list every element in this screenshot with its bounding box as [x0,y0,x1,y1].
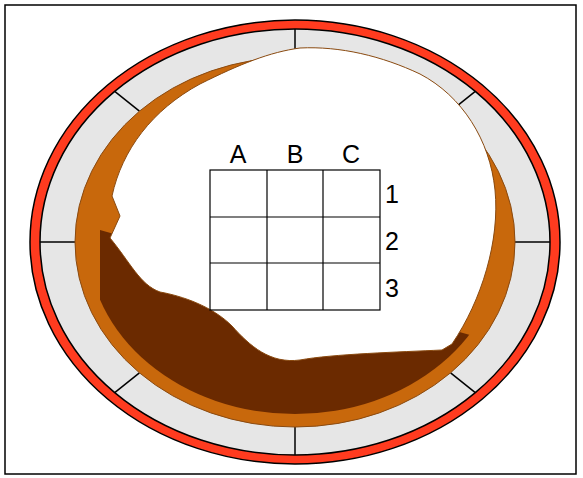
wall-tick [515,241,550,243]
pipe-bore [110,48,496,361]
row-number: 1 [385,182,399,207]
wall-tick [40,241,75,243]
row-number: 3 [385,276,399,301]
wall-tick [294,427,296,455]
column-letter: C [342,142,360,167]
wall-tick [115,373,140,393]
wall-tick [115,91,140,111]
grid-table [210,170,380,310]
frame [5,5,576,474]
wall-tick [451,373,476,393]
column-letter: A [230,142,247,167]
row-number: 2 [385,229,399,254]
column-letter: B [287,142,304,167]
